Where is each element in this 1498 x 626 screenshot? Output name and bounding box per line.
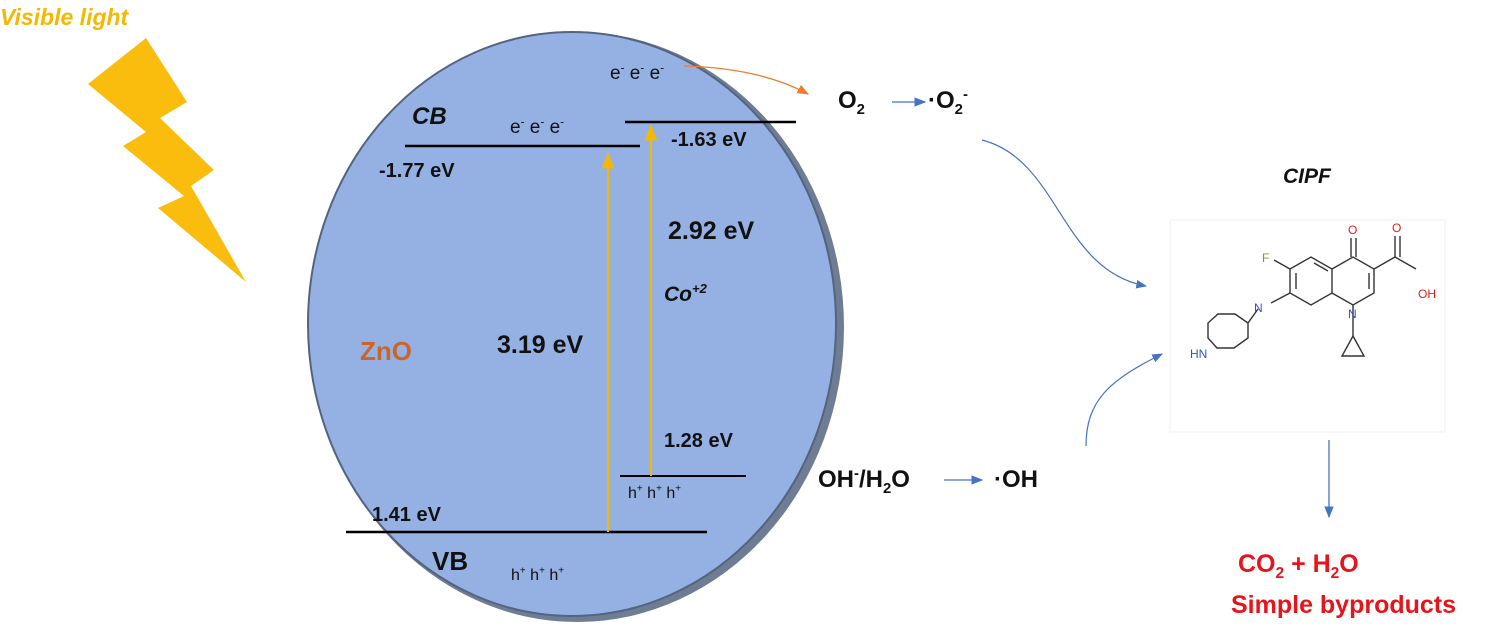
co2-water-product: CO2 + H2O	[1238, 550, 1359, 582]
lightning-bolt-icon	[88, 38, 246, 282]
cipf-molecule-title: CIPF	[1283, 165, 1331, 188]
co-cb-electrons: e- e- e-	[610, 61, 665, 84]
zno-cb-energy: -1.77 eV	[379, 160, 455, 182]
co-cb-energy: -1.63 eV	[671, 129, 747, 151]
zno-vb-energy: 1.41 eV	[372, 504, 441, 526]
quinolone-nitrogen-label: N	[1348, 307, 1357, 321]
cipf-structure	[1207, 236, 1417, 357]
acid-oxygen-label: O	[1392, 221, 1401, 235]
zno-gap-energy: 3.19 eV	[497, 331, 584, 359]
ketone-oxygen-label: O	[1348, 223, 1357, 237]
electron-transfer-arrow	[683, 65, 810, 95]
molecule-frame	[1169, 219, 1446, 433]
cobalt-dopant-label: Co+2	[664, 281, 707, 306]
zno-vb-holes: h+ h+ h+	[511, 565, 565, 584]
conduction-band-label: CB	[412, 103, 447, 130]
co-vb-energy: 1.28 eV	[664, 430, 733, 452]
hydroxyl-label: OH	[1418, 287, 1436, 301]
zno-sphere	[307, 31, 837, 617]
fluorine-atom-label: F	[1262, 251, 1269, 265]
piperazine-nitrogen-label: N	[1254, 301, 1263, 315]
zno-cb-electrons: e- e- e-	[510, 115, 565, 138]
valence-band-label: VB	[432, 546, 469, 576]
co-gap-energy: 2.92 eV	[668, 217, 755, 245]
superoxide-radical-label: ·O2-	[928, 87, 968, 118]
byproducts-label: Simple byproducts	[1231, 591, 1457, 619]
visible-light-label: Visible light	[0, 4, 129, 30]
hydroxyl-attack-arrow	[1085, 353, 1163, 447]
oxygen-label: O2	[838, 87, 865, 118]
hydroxide-water-label: OH-/H2O	[818, 466, 910, 497]
hydroxyl-radical-label: ·OH	[994, 466, 1038, 493]
zno-label: ZnO	[360, 336, 412, 366]
amine-label: HN	[1190, 347, 1207, 361]
superoxide-attack-arrow	[981, 139, 1148, 289]
co-vb-holes: h+ h+ h+	[628, 483, 682, 502]
